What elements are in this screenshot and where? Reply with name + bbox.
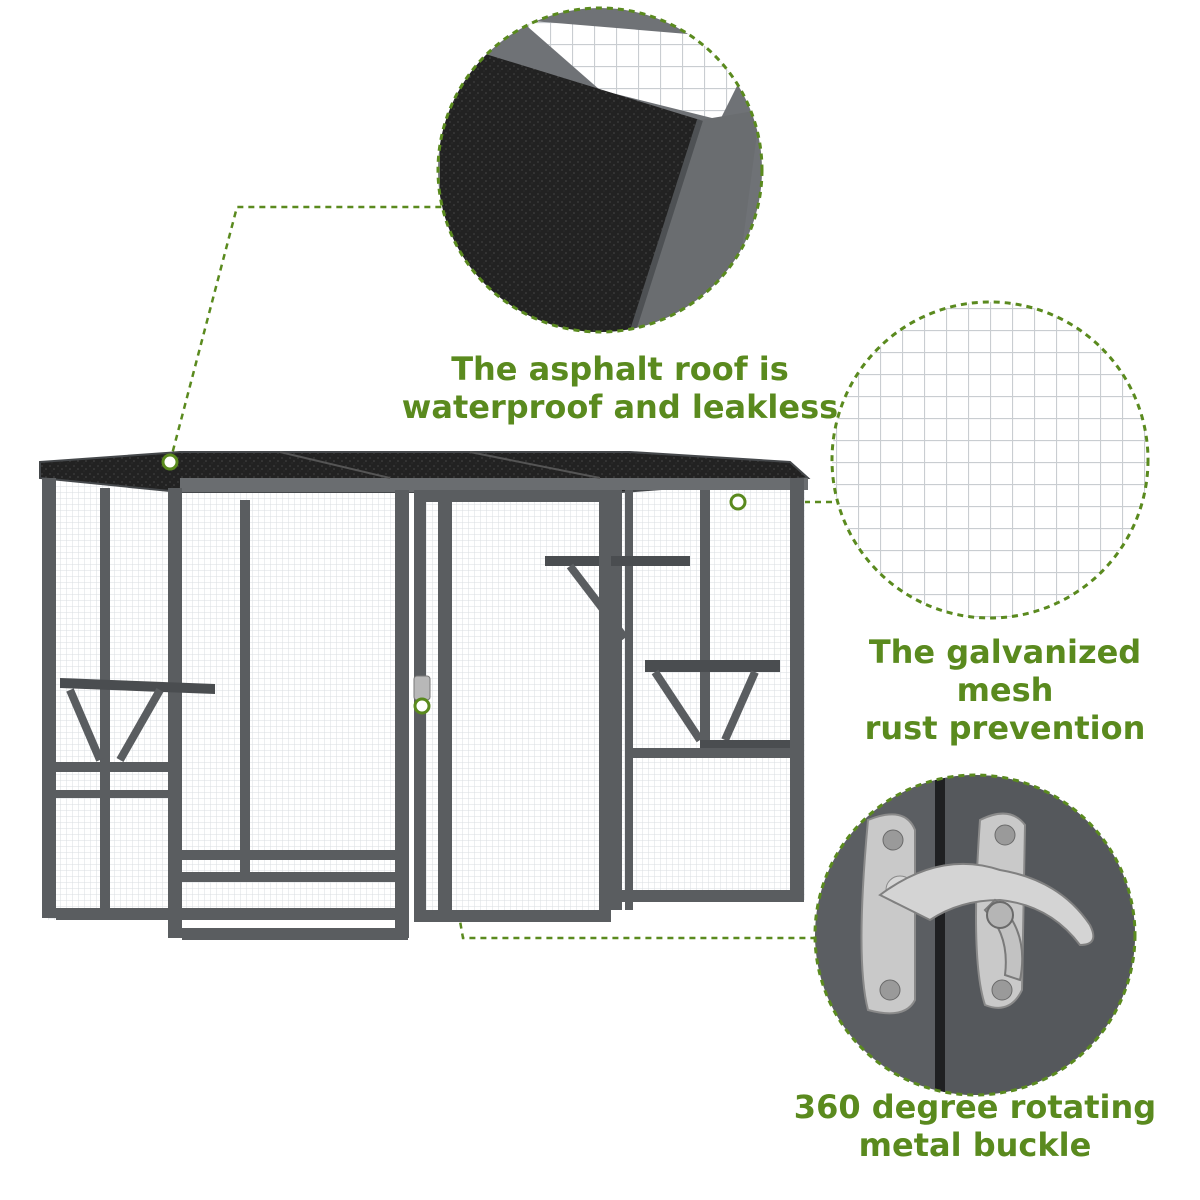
right-shelves [545, 556, 790, 748]
roof-caption: The asphalt roof is waterproof and leakl… [401, 350, 839, 426]
frame-post [168, 488, 182, 938]
frame-post [100, 488, 110, 908]
mesh-detail-circle [830, 300, 1150, 620]
leader-dot-icon [161, 453, 747, 715]
frame-post [790, 478, 804, 898]
mesh-caption: The galvanized mesh rust prevention [864, 633, 1146, 747]
frame-post [240, 500, 250, 872]
frame-post [395, 490, 409, 938]
door-latch-small [413, 675, 431, 701]
lock-caption: 360 degree rotating metal buckle [793, 1088, 1157, 1164]
catio-enclosure [39, 451, 811, 940]
lock-detail-circle [813, 773, 1137, 1097]
latch-icon [860, 812, 1095, 1015]
frame-post [608, 490, 622, 910]
left-shelf [60, 678, 215, 762]
frame-post [625, 490, 633, 910]
frame-post [700, 490, 710, 750]
frame-post [42, 478, 56, 918]
roof-detail-circle [436, 6, 764, 334]
